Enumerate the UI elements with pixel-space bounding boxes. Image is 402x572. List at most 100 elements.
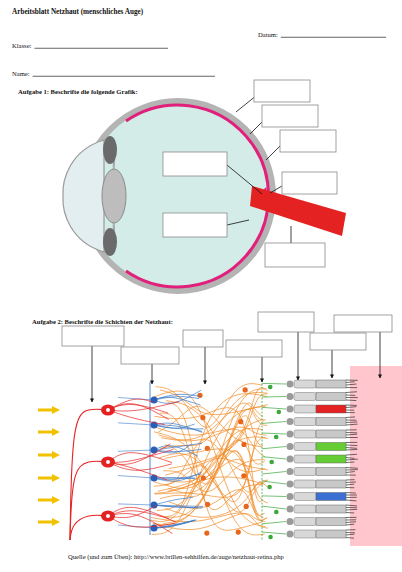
source-note: Quelle (und zum Üben): http://www.brille… <box>68 553 284 560</box>
receptor-inner <box>294 393 316 401</box>
pigment-process <box>346 479 355 480</box>
amacrine-fibre <box>156 384 263 428</box>
amacrine-cell <box>236 530 241 535</box>
amacrine-fibre <box>150 458 267 521</box>
receptor-outer <box>316 418 346 426</box>
receptor-outer <box>316 530 346 538</box>
pigment-process <box>346 387 357 388</box>
amacrine-fibre <box>168 403 262 531</box>
pigment-process <box>346 500 356 502</box>
lens <box>102 169 126 223</box>
leader-arrow <box>152 364 153 384</box>
bipolar-fibre <box>118 504 154 505</box>
horizontal-fibre <box>262 472 286 475</box>
receptor-outer <box>316 480 346 488</box>
receptor-inner <box>294 443 316 451</box>
light-arrow <box>38 406 60 414</box>
receptor-inner <box>294 418 316 426</box>
amacrine-fibre <box>160 413 263 510</box>
bipolar-fibre <box>154 520 195 528</box>
iris <box>103 228 117 256</box>
pigment-process <box>346 400 356 402</box>
amacrine-cell <box>241 473 246 478</box>
bipolar-fibre <box>154 478 195 479</box>
bipolar-fibre <box>154 474 201 480</box>
class-field: Klasse: <box>12 42 31 49</box>
pigment-process <box>346 424 358 426</box>
answer-box <box>310 333 366 350</box>
task-heading: Aufgabe 2: Beschrifte die Schichten der … <box>32 318 173 325</box>
pigment-process <box>346 429 357 430</box>
bipolar-fibre <box>118 423 154 425</box>
cornea <box>63 140 104 252</box>
amacrine-cell <box>243 387 248 392</box>
leader-arrow <box>380 332 381 378</box>
receptor-outer <box>316 380 346 388</box>
bipolar-cell <box>151 525 158 532</box>
horizontal-fibre <box>262 532 286 534</box>
ganglion-axon <box>70 461 108 540</box>
pigment-process <box>346 524 354 526</box>
write-line <box>34 48 168 49</box>
answer-box <box>258 312 314 332</box>
receptor-outer <box>316 443 346 451</box>
bipolar-fibre <box>154 394 201 400</box>
receptor-outer <box>316 405 346 413</box>
amacrine-fibre <box>152 391 265 527</box>
pigment-process <box>346 534 355 536</box>
receptor-outer <box>316 505 346 513</box>
ganglion-dendrite <box>108 399 153 410</box>
pigment-process <box>346 454 357 456</box>
answer-box <box>280 130 336 152</box>
bipolar-cell <box>151 397 158 404</box>
horizontal-fibre <box>262 447 286 449</box>
receptor-outer <box>316 430 346 438</box>
pigment-process <box>346 459 358 461</box>
amacrine-cell <box>200 415 205 420</box>
receptor-inner <box>294 468 316 476</box>
horizontal-fibre <box>262 383 286 385</box>
receptor-inner <box>294 493 316 501</box>
receptor-inner <box>294 380 316 388</box>
receptor-inner <box>294 518 316 526</box>
receptor-nucleus <box>287 531 294 538</box>
pigment-process <box>346 537 354 539</box>
pigment-process <box>346 421 357 423</box>
ganglion-nucleus <box>106 408 110 412</box>
horizontal-cell <box>268 535 273 540</box>
pigment-process <box>346 445 357 447</box>
ganglion-dendrite <box>108 444 170 465</box>
receptor-inner <box>294 455 316 463</box>
pigment-process <box>346 406 356 408</box>
bipolar-cell <box>151 502 158 509</box>
pigment-process <box>346 512 354 513</box>
horizontal-fibre <box>262 481 286 484</box>
receptor-outer <box>316 393 346 401</box>
pigment-process <box>346 517 357 518</box>
amacrine-cell <box>205 502 210 507</box>
receptor-nucleus <box>287 406 294 413</box>
pigment-process <box>346 442 357 443</box>
horizontal-fibre <box>262 495 286 497</box>
pigment-process <box>346 507 357 508</box>
amacrine-fibre <box>168 459 268 503</box>
amacrine-fibre <box>154 466 265 535</box>
horizontal-fibre <box>262 422 286 424</box>
receptor-nucleus <box>287 481 294 488</box>
receptor-inner <box>294 430 316 438</box>
horizontal-cell <box>274 435 279 440</box>
receptor-nucleus <box>287 431 294 438</box>
receptor-outer <box>316 468 346 476</box>
receptor-inner <box>294 480 316 488</box>
pigment-process <box>346 505 357 507</box>
horizontal-cell <box>269 460 274 465</box>
amacrine-cell <box>241 442 246 447</box>
bipolar-fibre <box>154 390 201 403</box>
eyeball <box>83 101 273 291</box>
answer-box <box>121 347 179 364</box>
task-heading: Aufgabe 1: Beschrifte die folgende Grafi… <box>18 88 138 95</box>
ganglion-cell <box>101 511 115 522</box>
horizontal-fibre <box>262 433 286 435</box>
pigment-process <box>346 467 358 469</box>
pigment-process <box>346 529 355 530</box>
